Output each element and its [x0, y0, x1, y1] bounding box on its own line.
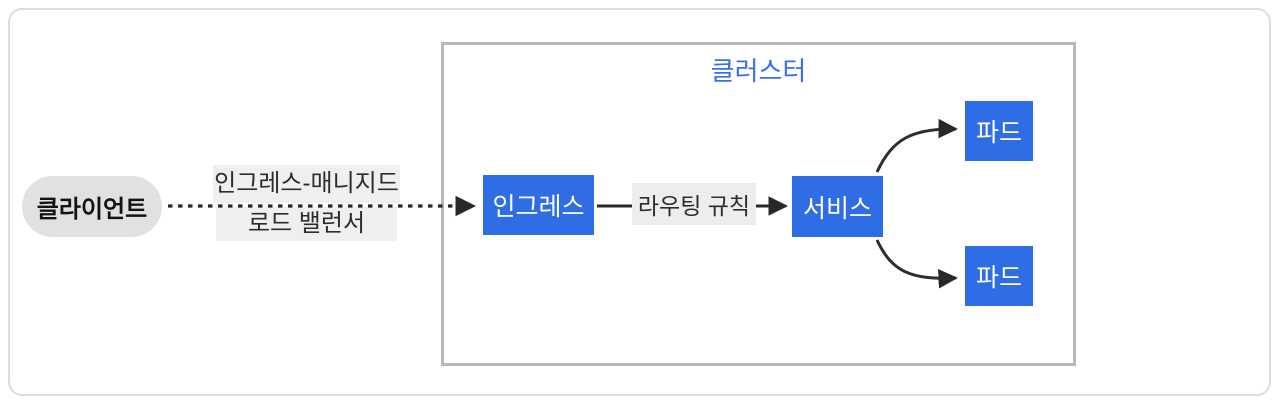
load-balancer-label-line2: 로드 밸런서 — [216, 207, 397, 241]
pod-top-label: 파드 — [975, 119, 1022, 147]
service-node-label: 서비스 — [802, 194, 872, 223]
routing-rule-edge-label: 라우팅 규칙 — [632, 183, 756, 225]
routing-rule-label-text: 라우팅 규칙 — [637, 193, 751, 219]
load-balancer-label-line1: 인그레스-매니지드 — [213, 165, 400, 203]
pod-node-bottom: 파드 — [965, 246, 1033, 306]
service-node: 서비스 — [792, 176, 883, 237]
pod-node-top: 파드 — [965, 101, 1033, 161]
pod-bottom-label: 파드 — [975, 264, 1022, 292]
client-node: 클라이언트 — [22, 176, 162, 237]
ingress-node: 인그레스 — [483, 175, 594, 235]
ingress-node-label: 인그레스 — [492, 193, 585, 221]
client-node-label: 클라이언트 — [36, 196, 148, 223]
cluster-title: 클러스터 — [710, 56, 807, 86]
load-balancer-edge-label: 인그레스-매니지드 로드 밸런서 — [213, 165, 400, 241]
